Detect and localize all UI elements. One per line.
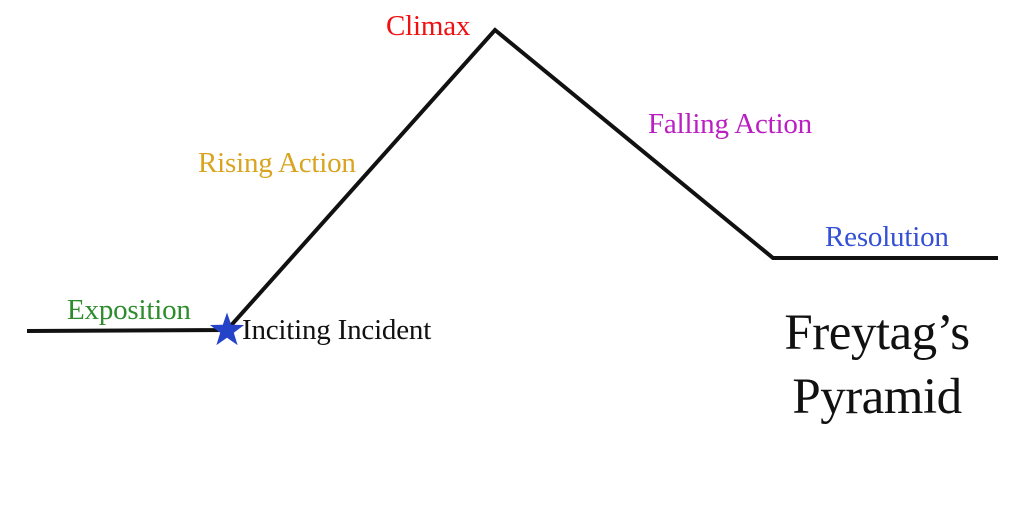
diagram-title: Freytag’s Pyramid: [784, 305, 970, 425]
label-inciting-incident: Inciting Incident: [242, 314, 432, 346]
label-falling-action: Falling Action: [648, 108, 812, 140]
plot-structure-line: [26, 27, 998, 333]
label-climax: Climax: [386, 10, 471, 42]
inciting-incident-star-icon: [209, 312, 245, 346]
label-resolution: Resolution: [825, 221, 949, 253]
label-rising-action: Rising Action: [198, 147, 356, 179]
label-exposition: Exposition: [67, 294, 191, 326]
